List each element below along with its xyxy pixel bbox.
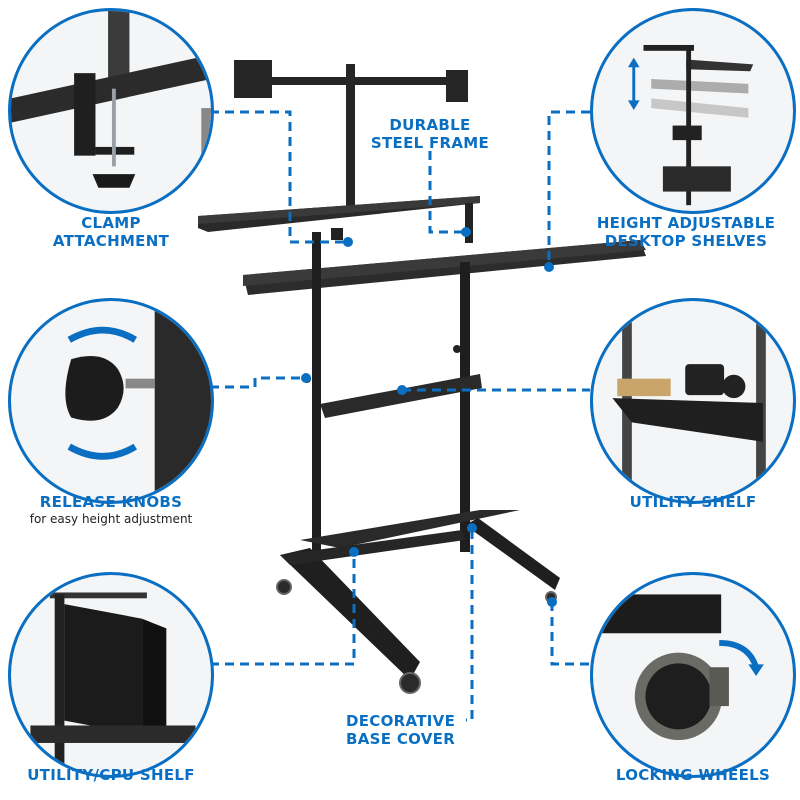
height-adjustable-label: HEIGHT ADJUSTABLE DESKTOP SHELVES <box>596 214 776 250</box>
clamp-icon <box>11 11 211 211</box>
release-knobs-label: RELEASE KNOBS <box>39 493 183 511</box>
clamp-attachment-callout-image <box>8 8 214 214</box>
locking-wheels-callout-image <box>590 572 796 778</box>
steel-frame-label: DURABLE STEEL FRAME <box>370 116 490 152</box>
knob-icon <box>65 301 211 501</box>
clamp-attachment-label: CLAMP ATTACHMENT <box>52 214 170 250</box>
cpu-shelf-icon <box>30 592 196 775</box>
utility-shelf-label: UTILITY SHELF <box>629 493 757 511</box>
shelf-icon <box>612 320 766 501</box>
wheel-icon <box>593 594 764 741</box>
cpu-shelf-callout-image <box>8 572 214 778</box>
height-adjustable-callout-image <box>590 8 796 214</box>
base-cover-label: DECORATIVE BASE COVER <box>346 712 456 748</box>
release-knobs-callout-image <box>8 298 214 504</box>
cpu-shelf-label: UTILITY/CPU SHELF <box>27 766 195 784</box>
locking-wheels-label: LOCKING WHEELS <box>615 766 771 784</box>
height-adjust-icon <box>627 44 754 206</box>
utility-shelf-callout-image <box>590 298 796 504</box>
release-knobs-subtitle: for easy height adjustment <box>29 512 193 526</box>
